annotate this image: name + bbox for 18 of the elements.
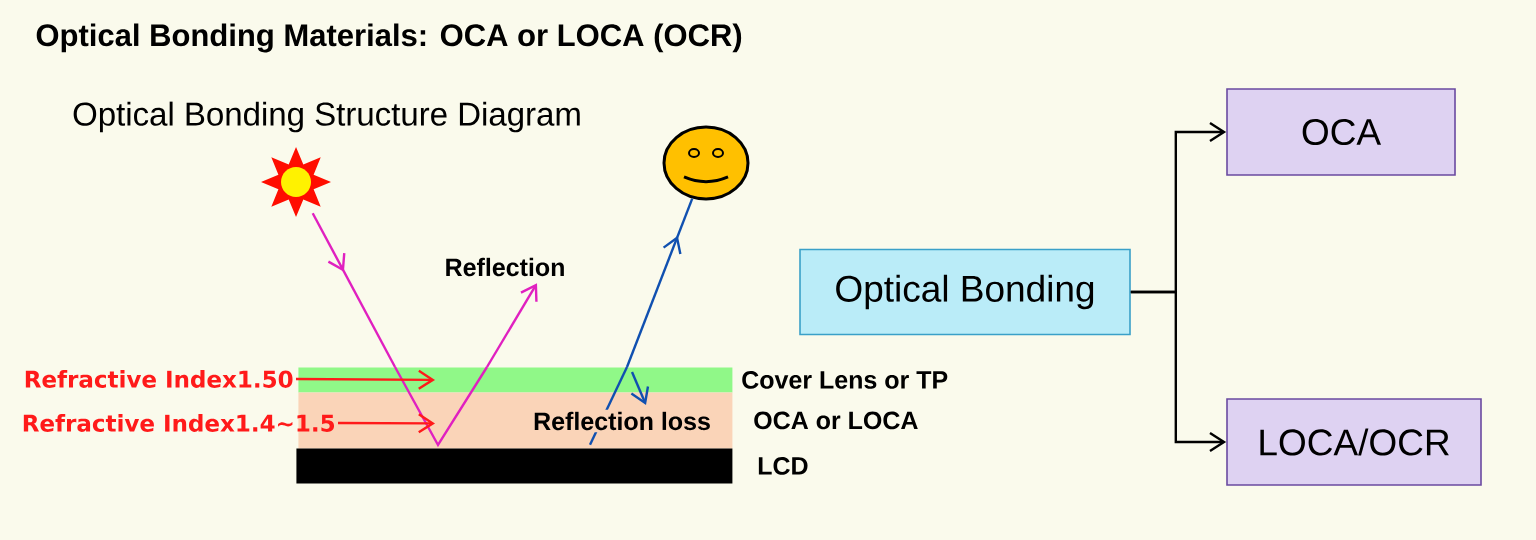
label: Reflection [446, 257, 564, 277]
label: Reflection loss [531, 409, 713, 433]
arrow [338, 413, 436, 434]
sun-icon [261, 147, 331, 217]
subtitle: Optical Bonding Structure Diagram [73, 101, 580, 133]
arrow [485, 283, 538, 368]
index-label: Refractive Index1.4∼1.5 [23, 414, 334, 432]
process-box: OCA [1226, 88, 1456, 176]
process-box: Optical Bonding [799, 248, 1131, 336]
process-box: LOCA/OCR [1226, 398, 1482, 486]
smiley-icon [662, 125, 750, 201]
layer-label: Cover Lens or TP [742, 371, 948, 389]
index-label: Refractive Index1.50 [25, 370, 293, 388]
layer-label: OCA or LOCA [754, 411, 918, 430]
arrow [1130, 290, 1227, 452]
title: Optical Bonding Materials: OCA or LOCA (OCR) [36, 23, 742, 53]
layer-label: LCD [758, 457, 808, 475]
arrow [296, 369, 435, 390]
